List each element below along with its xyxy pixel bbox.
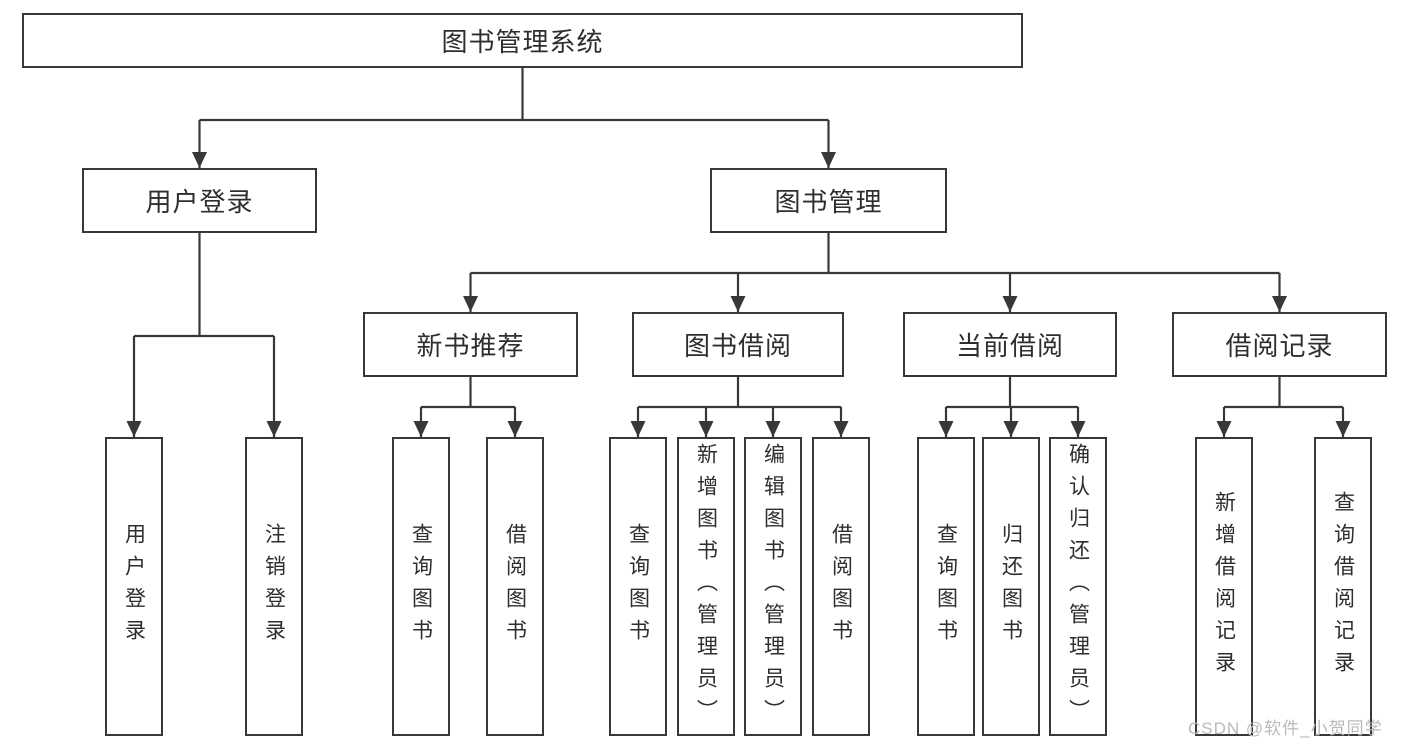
node-label: 查询图书 [626, 522, 650, 651]
node-label: 图书管理 [774, 187, 883, 217]
node-current-borrow: 当前借阅 [903, 312, 1117, 377]
node-label: 归还图书 [999, 522, 1023, 651]
edges-book-borrow-children [630, 377, 849, 437]
connector-line [1224, 377, 1343, 409]
node-label: 确认归还（管理员） [1066, 442, 1090, 731]
leaf-borrow-books: 借阅图书 [486, 437, 544, 736]
leaf-user-login: 用户登录 [105, 437, 163, 736]
node-new-book-recommend: 新书推荐 [363, 312, 578, 377]
node-label: 注销登录 [262, 522, 286, 651]
node-label: 查询图书 [934, 522, 958, 651]
leaf-add-borrow-record: 新增借阅记录 [1195, 437, 1253, 736]
node-label: 借阅记录 [1225, 331, 1334, 361]
connector-line [470, 233, 1280, 275]
leaf-confirm-return-admin: 确认归还（管理员） [1049, 437, 1107, 736]
edges-book-management-to-level3 [463, 233, 1287, 312]
node-book-management: 图书管理 [710, 168, 947, 233]
node-label: 用户登录 [122, 522, 146, 651]
node-label: 查询借阅记录 [1331, 490, 1355, 683]
edges-root-to-level2 [192, 68, 836, 168]
node-label: 新增图书（管理员） [694, 442, 718, 731]
edges-user-login-children [126, 233, 282, 437]
leaf-query-borrow-record: 查询借阅记录 [1314, 437, 1372, 736]
leaf-borrow-books: 借阅图书 [812, 437, 870, 736]
node-label: 查询图书 [409, 522, 433, 651]
leaf-query-books: 查询图书 [609, 437, 667, 736]
leaf-add-books-admin: 新增图书（管理员） [677, 437, 735, 736]
leaf-query-books: 查询图书 [917, 437, 975, 736]
node-label: 当前借阅 [955, 331, 1064, 361]
node-book-borrow: 图书借阅 [632, 312, 844, 377]
edges-borrow-records-children [1216, 377, 1351, 437]
node-label: 编辑图书（管理员） [761, 442, 785, 731]
node-borrow-records: 借阅记录 [1172, 312, 1387, 377]
edges-new-book-recommend-children [413, 377, 523, 437]
connector-line [638, 377, 841, 409]
node-label: 新书推荐 [416, 331, 525, 361]
node-label: 借阅图书 [829, 522, 853, 651]
leaf-query-books: 查询图书 [392, 437, 450, 736]
leaf-edit-books-admin: 编辑图书（管理员） [744, 437, 802, 736]
edges-current-borrow-children [938, 377, 1086, 437]
csdn-watermark: CSDN @软件_小贺同学 [1188, 719, 1383, 738]
node-label: 图书借阅 [683, 331, 792, 361]
connector-line [199, 68, 829, 122]
leaf-return-books: 归还图书 [982, 437, 1040, 736]
node-label: 新增借阅记录 [1212, 490, 1236, 683]
node-user-login: 用户登录 [82, 168, 317, 233]
node-label: 用户登录 [145, 187, 254, 217]
connector-line [134, 233, 274, 338]
node-label: 图书管理系统 [441, 27, 604, 57]
node-library-management-system: 图书管理系统 [22, 13, 1023, 68]
leaf-logout: 注销登录 [245, 437, 303, 736]
connector-line [946, 377, 1078, 409]
connector-line [421, 377, 515, 409]
node-label: 借阅图书 [503, 522, 527, 651]
